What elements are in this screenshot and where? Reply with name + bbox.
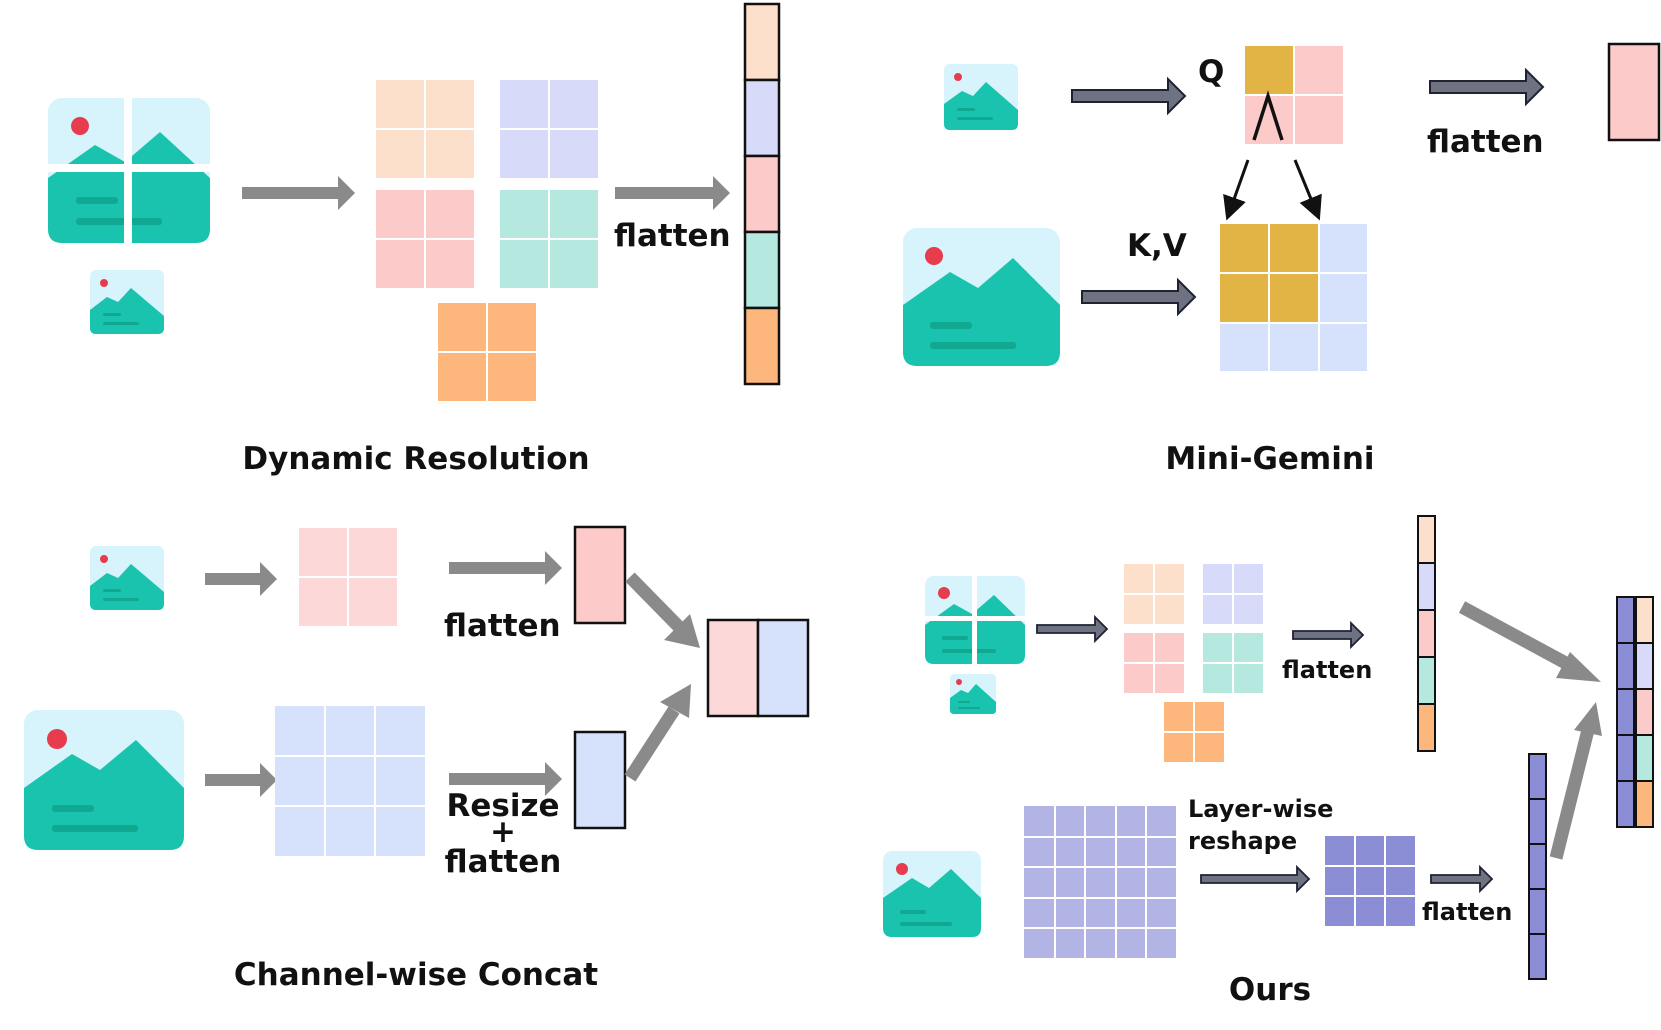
tile-grid-pink [1124, 633, 1184, 693]
mini-gemini-panel: Q flatten K,V [903, 42, 1661, 477]
tile-grid-orange [438, 303, 536, 401]
output-token-columns [1616, 596, 1654, 828]
large-tile-grid [275, 706, 425, 856]
attention-mark [1252, 90, 1284, 141]
small-image-icon [90, 546, 164, 610]
thumbnail-image-icon [90, 270, 164, 334]
layer-grid [1024, 806, 1176, 958]
arrow [1430, 864, 1494, 894]
tile-grid-orange [1164, 702, 1224, 762]
large-image-icon [903, 228, 1060, 366]
resize-label: Resize [446, 788, 559, 824]
tile-grid-mint [500, 190, 598, 288]
flatten-label: flatten [445, 844, 562, 880]
arrow [205, 562, 277, 596]
arrow [449, 551, 562, 585]
panel-title: Channel-wise Concat [234, 957, 598, 993]
arrow [1458, 601, 1602, 860]
layer-wise-label: Layer-wise [1188, 795, 1333, 823]
arrow [1036, 614, 1109, 644]
small-image-icon [944, 64, 1018, 130]
flatten-label: flatten [1282, 656, 1372, 684]
arrow [449, 762, 562, 796]
small-token [573, 730, 627, 830]
arrow [1200, 864, 1311, 894]
tile-grid-peach [376, 80, 474, 178]
split-image-icon [925, 576, 1025, 664]
output-token [1607, 42, 1661, 142]
ours-panel: flatten Layer-wise resha [883, 515, 1654, 1008]
tile-grid-mint [1203, 633, 1263, 693]
channel-concat-panel: flatten Resize + flatten [24, 525, 810, 993]
token-column [743, 2, 781, 386]
flatten-label: flatten [444, 608, 561, 644]
image-icon [883, 851, 981, 937]
flatten-label: flatten [1422, 898, 1512, 926]
panel-title: Dynamic Resolution [242, 441, 589, 477]
panel-title: Mini-Gemini [1165, 441, 1374, 477]
tile-grid-lavender [1203, 564, 1263, 624]
thumbnail-image-icon [950, 674, 996, 714]
arrow [1071, 76, 1187, 116]
large-image-icon [24, 710, 184, 850]
tile-grid-pink [376, 190, 474, 288]
token-column [1528, 753, 1547, 980]
arrow [205, 763, 277, 797]
query-label: Q [1198, 54, 1224, 90]
tile-grid-lavender [500, 80, 598, 178]
dynamic-resolution-panel: flatten Dynamic Resolution [48, 2, 781, 477]
concat-token [706, 618, 810, 718]
small-tile-grid [299, 528, 397, 626]
arrow [242, 176, 355, 210]
reshape-label: reshape [1188, 827, 1297, 855]
key-value-grid [1220, 224, 1367, 371]
split-image-icon [48, 98, 210, 243]
arrow [615, 176, 730, 210]
panel-title: Ours [1229, 972, 1311, 1008]
key-value-label: K,V [1127, 228, 1187, 264]
arrow [1223, 159, 1322, 221]
query-grid [1245, 46, 1343, 144]
arrow [624, 572, 700, 782]
flatten-label: flatten [1427, 124, 1544, 160]
flatten-label: flatten [614, 218, 731, 254]
token-column [1417, 515, 1436, 752]
small-token [573, 525, 627, 625]
tile-grid-peach [1124, 564, 1184, 624]
arrow [1081, 277, 1197, 317]
reshaped-grid [1325, 836, 1415, 926]
arrow [1292, 620, 1365, 650]
plus-label: + [490, 814, 516, 850]
arrow [1429, 67, 1545, 107]
